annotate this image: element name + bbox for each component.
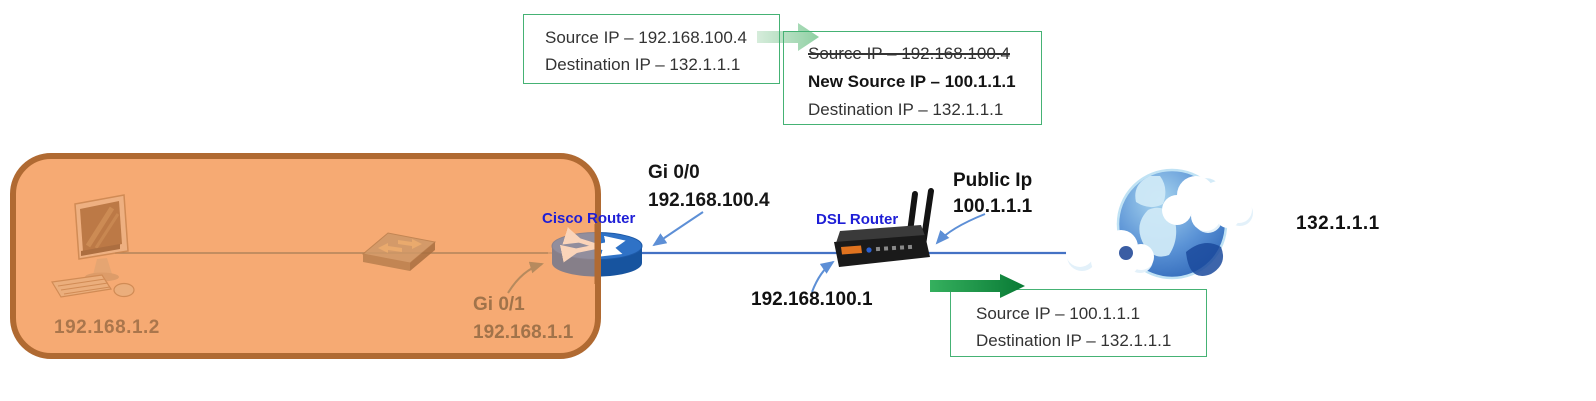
pc-ip-label: 192.168.1.2 bbox=[54, 317, 160, 338]
packet-destination-ip: Destination IP – 132.1.1.1 bbox=[808, 100, 1004, 119]
pc-icon bbox=[51, 194, 135, 298]
inside-interface-label: Gi 0/1 192.168.1.1 bbox=[473, 291, 573, 347]
internet-remote-ip-label: 132.1.1.1 bbox=[1296, 213, 1380, 234]
inside-interface-pointer-arrow bbox=[507, 261, 544, 294]
public-ip-pointer-arrow bbox=[935, 213, 986, 245]
dsl-router-label: DSL Router bbox=[816, 211, 899, 228]
packet-destination-ip: Destination IP – 132.1.1.1 bbox=[976, 331, 1172, 350]
packet-source-ip: Source IP – 192.168.100.4 bbox=[545, 28, 747, 47]
inside-interface-name: Gi 0/1 bbox=[473, 294, 525, 315]
nat-translation-arrow bbox=[757, 23, 819, 51]
link-endpoint-dot bbox=[1119, 246, 1133, 260]
wan-interface-pointer-arrow bbox=[652, 211, 704, 247]
packet-box-before-nat: Source IP – 192.168.100.4 Destination IP… bbox=[523, 14, 780, 84]
wan-interface-ip: 192.168.100.4 bbox=[648, 190, 770, 211]
packet-destination-ip: Destination IP – 132.1.1.1 bbox=[545, 55, 741, 74]
packet-source-ip: Source IP – 100.1.1.1 bbox=[976, 304, 1141, 323]
cisco-router-label: Cisco Router bbox=[542, 210, 636, 227]
packet-box-after-nat: Source IP – 100.1.1.1 Destination IP – 1… bbox=[950, 289, 1207, 357]
wan-interface-name: Gi 0/0 bbox=[648, 162, 700, 183]
outbound-packet-arrow bbox=[930, 274, 1025, 298]
cisco-router-icon bbox=[548, 224, 643, 284]
packet-box-nat-translation: Source IP – 192.168.100.4 New Source IP … bbox=[783, 31, 1042, 125]
inside-interface-ip: 192.168.1.1 bbox=[473, 322, 574, 343]
internet-globe-icon bbox=[1066, 168, 1253, 280]
public-ip-title: Public Ip bbox=[953, 170, 1033, 191]
public-ip-value: 100.1.1.1 bbox=[953, 196, 1033, 217]
packet-old-source-ip: Source IP – 192.168.100.4 bbox=[808, 44, 1010, 63]
public-ip-label: Public Ip 100.1.1.1 bbox=[953, 168, 1032, 220]
dsl-lan-ip-pointer-arrow bbox=[811, 260, 835, 293]
switch-icon bbox=[361, 232, 437, 271]
wan-interface-label: Gi 0/0 192.168.100.4 bbox=[648, 159, 770, 215]
dsl-router-icon bbox=[834, 188, 934, 267]
cloud-right bbox=[1162, 176, 1253, 233]
packet-new-source-ip: New Source IP – 100.1.1.1 bbox=[808, 72, 1016, 91]
dsl-lan-ip-label: 192.168.100.1 bbox=[751, 289, 873, 310]
